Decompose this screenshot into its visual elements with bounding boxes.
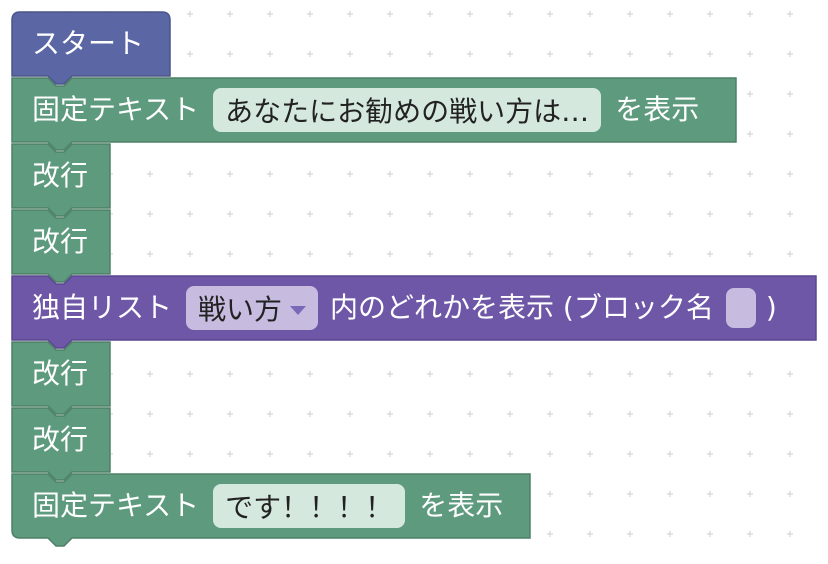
fixed-text-suffix: を表示 — [615, 93, 700, 126]
fixed-text-label: 固定テキスト — [32, 93, 200, 126]
newline-block-3[interactable]: 改行 — [11, 341, 111, 415]
newline-label: 改行 — [32, 357, 89, 390]
newline-label: 改行 — [32, 225, 89, 258]
list-dropdown-value: 戦い方 — [198, 293, 283, 326]
custom-list-label: 独自リスト — [32, 291, 173, 324]
start-block[interactable]: スタート — [11, 11, 171, 85]
newline-label: 改行 — [32, 159, 89, 192]
fixed-text-suffix: を表示 — [419, 489, 504, 522]
newline-block-2-shape — [11, 209, 111, 283]
fixed-text-block-1[interactable]: 固定テキスト あなたにお勧めの戦い方は… を表示 — [11, 77, 737, 151]
fixed-text-input[interactable]: あなたにお勧めの戦い方は… — [213, 88, 602, 132]
newline-block-4[interactable]: 改行 — [11, 407, 111, 481]
custom-list-block[interactable]: 独自リスト 戦い方 内のどれかを表示 (ブロック名 ) — [11, 275, 817, 349]
start-block-label: スタート — [32, 27, 145, 60]
newline-block-1[interactable]: 改行 — [11, 143, 111, 217]
fixed-text-block-2[interactable]: 固定テキスト です！！！！ を表示 — [11, 473, 531, 547]
dropdown-caret-icon — [290, 305, 307, 315]
newline-block-2[interactable]: 改行 — [11, 209, 111, 283]
fixed-text-input[interactable]: です！！！！ — [213, 484, 406, 528]
newline-label: 改行 — [32, 423, 89, 456]
newline-block-4-shape — [11, 407, 111, 481]
block-name-input[interactable] — [725, 288, 756, 328]
fixed-text-label: 固定テキスト — [32, 489, 200, 522]
list-dropdown[interactable]: 戦い方 — [186, 286, 319, 330]
start-block-shape — [11, 11, 171, 85]
newline-block-3-shape — [11, 341, 111, 415]
newline-block-1-shape — [11, 143, 111, 217]
custom-list-close-paren: ) — [765, 291, 777, 324]
custom-list-middle-text: 内のどれかを表示 (ブロック名 — [330, 291, 714, 324]
